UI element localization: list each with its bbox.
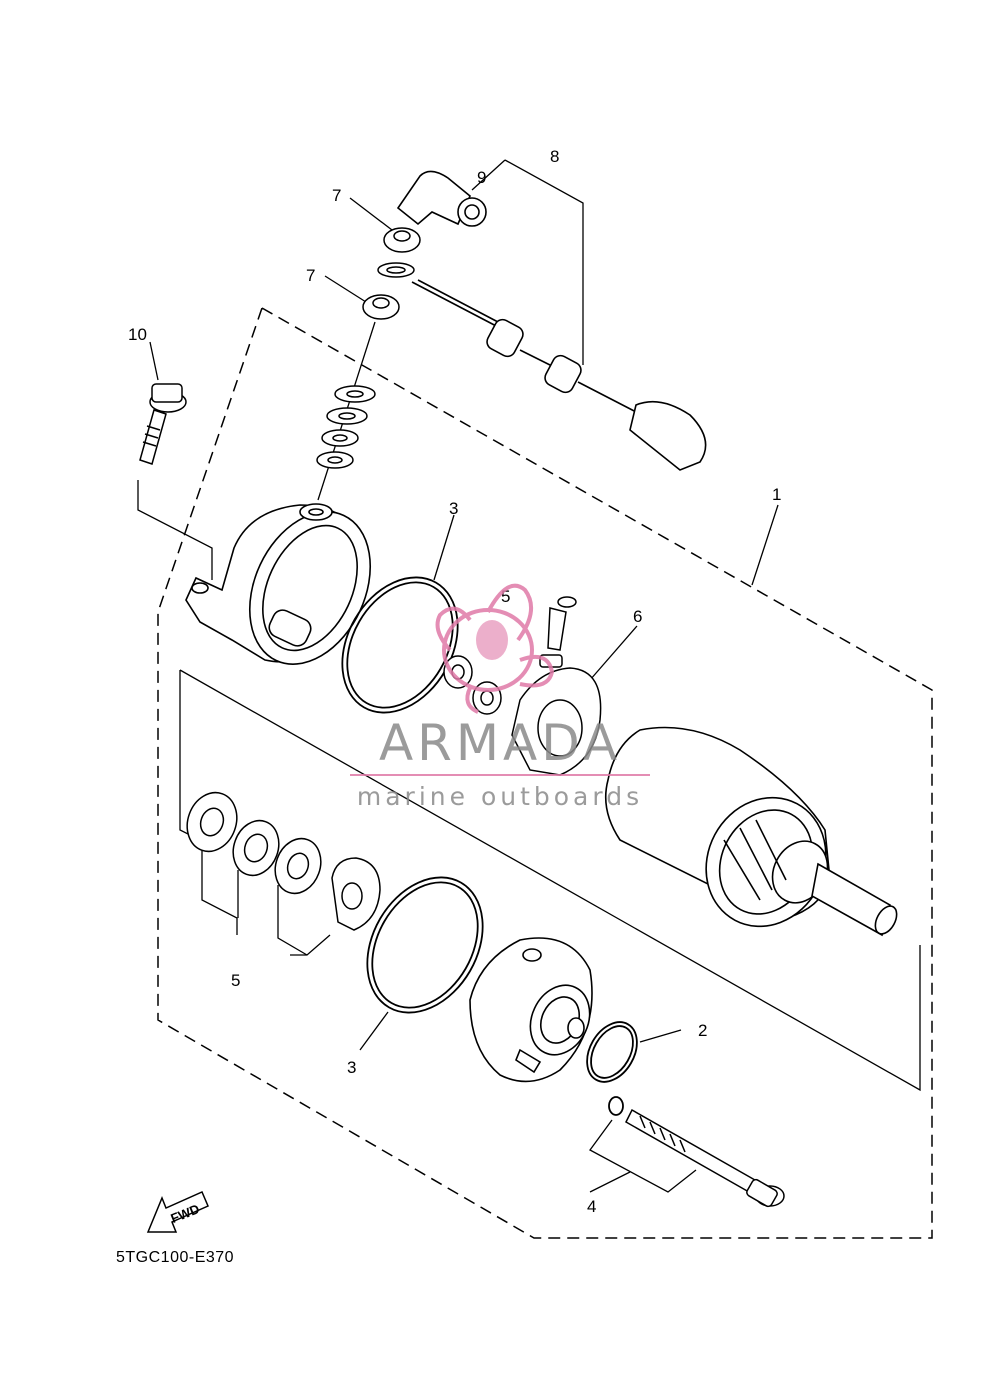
lead-wire-assembly [396,170,707,471]
callout-8: 8 [550,147,559,166]
mounting-bolt [139,383,187,465]
callout-1: 1 [772,485,781,504]
callout-3-upper: 3 [449,499,458,518]
nuts-and-washers [316,227,421,469]
callout-6: 6 [633,607,642,626]
fwd-arrow: FWD [146,1191,209,1233]
callout-5-lower: 5 [231,971,240,990]
callout-5-upper: 5 [501,587,510,606]
callout-7-upper: 7 [332,186,341,205]
callout-7-lower: 7 [306,266,315,285]
shim-washers [186,791,381,931]
callout-10: 10 [128,325,147,344]
watermark: ARMADA marine outboards [350,583,650,811]
watermark-tagline: marine outboards [357,782,643,811]
assembly-boundary-dashed [157,306,933,1239]
callout-3-lower: 3 [347,1058,356,1077]
armature-yoke [604,726,898,937]
through-bolt [625,1108,785,1208]
callout-4: 4 [587,1197,596,1216]
watermark-brand: ARMADA [379,714,621,772]
callout-9: 9 [477,168,486,187]
callout-labels: 1 2 3 3 4 5 5 6 7 7 8 9 10 [128,147,781,1216]
watermark-logo-fill [476,620,508,660]
rear-cover [469,937,593,1083]
front-cover [185,503,372,665]
diagram-code: 5TGC100-E370 [116,1249,235,1266]
callout-2: 2 [698,1021,707,1040]
watermark-logo [435,583,555,714]
